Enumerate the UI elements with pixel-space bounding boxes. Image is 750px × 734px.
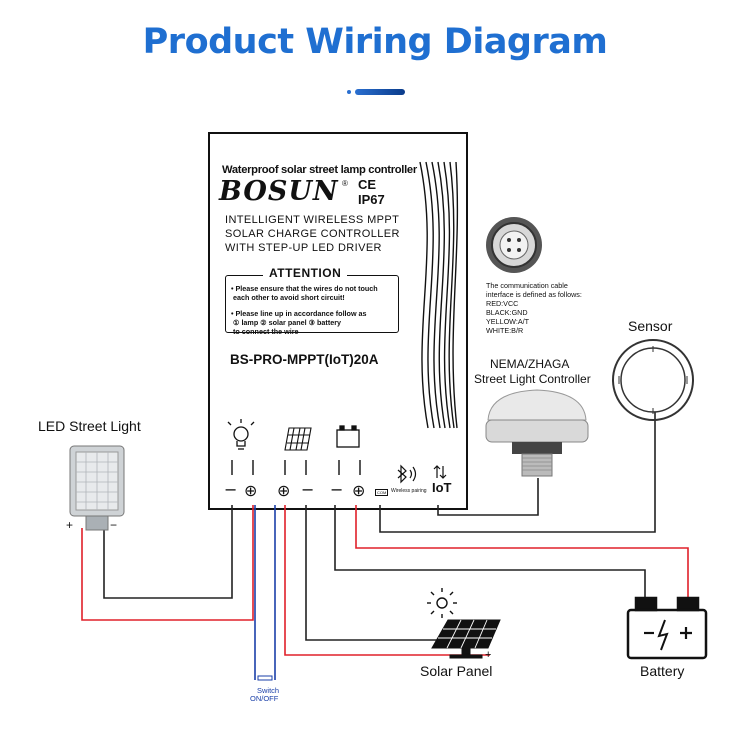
title-underline-bar xyxy=(355,89,405,95)
wires xyxy=(81,412,689,681)
protocol-line: BLACK:GND xyxy=(486,308,528,317)
led-minus-sign: − xyxy=(110,518,118,532)
iot-arrows-icon xyxy=(433,465,447,479)
bulb-icon xyxy=(227,419,255,450)
attention-text: each other to avoid short circuit! xyxy=(233,293,345,302)
terminal-sign: ⊕ xyxy=(352,481,365,500)
brand-logo: BOSUN xyxy=(219,176,339,207)
nema-label-line1: NEMA/ZHAGA xyxy=(490,357,570,371)
nema-controller-image xyxy=(485,389,589,477)
solar-plus-sign: + xyxy=(485,649,492,661)
ip-rating: IP67 xyxy=(358,192,385,207)
iot-label: IoT xyxy=(432,480,452,495)
switch-label-line2: ON/OFF xyxy=(250,694,279,703)
nema-label-line2: Street Light Controller xyxy=(474,372,591,386)
led-street-light-image xyxy=(69,445,125,531)
sun-icon xyxy=(427,588,457,618)
attention-text: to connect the wire xyxy=(233,327,299,336)
sensor-image xyxy=(612,339,694,421)
battery-image xyxy=(626,596,708,660)
controller-description-line: WITH STEP-UP LED DRIVER xyxy=(225,242,382,254)
terminal-marks: − ⊕ ⊕ − − ⊕ xyxy=(224,480,365,500)
registered-mark: ® xyxy=(342,179,348,188)
sensor-label: Sensor xyxy=(628,318,673,334)
attention-text: • Please line up in accordance follow as xyxy=(231,309,367,318)
protocol-line: The communication cable xyxy=(486,281,568,290)
communication-connector-image xyxy=(486,217,542,273)
solar-panel-image xyxy=(431,619,501,659)
controller-description-line: INTELLIGENT WIRELESS MPPT xyxy=(225,214,400,226)
led-street-light-label: LED Street Light xyxy=(38,418,141,434)
switch-label-line1: Switch xyxy=(257,686,280,695)
heat-sink-fins xyxy=(419,161,459,429)
terminal-sign: ⊕ xyxy=(277,481,290,500)
led-plus-sign: + xyxy=(66,518,74,532)
protocol-line: RED:VCC xyxy=(486,299,519,308)
model-number: BS-PRO-MPPT(IoT)20A xyxy=(230,352,379,367)
ce-mark: CE xyxy=(358,177,377,192)
solar-panel-label: Solar Panel xyxy=(420,663,493,679)
bluetooth-icon xyxy=(397,464,417,484)
controller-description-line: SOLAR CHARGE CONTROLLER xyxy=(225,228,400,240)
solar-minus-sign: − xyxy=(464,649,471,661)
controller-subtitle: Waterproof solar street lamp controller xyxy=(222,164,417,176)
com-label: COM xyxy=(375,489,389,496)
protocol-line: WHITE:B/R xyxy=(486,326,524,335)
protocol-line: YELLOW:A/T xyxy=(486,317,530,326)
terminal-sign: ⊕ xyxy=(244,481,257,500)
protocol-line: interface is defined as follows: xyxy=(486,290,582,299)
solar-panel-icon xyxy=(284,427,312,451)
battery-label: Battery xyxy=(640,663,685,679)
title-underline-dot xyxy=(347,90,351,94)
terminal-sign: − xyxy=(330,480,343,499)
terminal-separators xyxy=(231,460,361,475)
battery-icon xyxy=(336,425,360,448)
wireless-pairing-label: Wireless pairing xyxy=(391,488,427,494)
attention-text: ① lamp ② solar panel ③ battery xyxy=(233,318,342,327)
diagram-title: Product Wiring Diagram xyxy=(142,22,608,62)
attention-text: • Please ensure that the wires do not to… xyxy=(231,284,378,293)
attention-title: ATTENTION xyxy=(263,266,348,280)
terminal-sign: − xyxy=(224,480,237,499)
terminal-sign: − xyxy=(301,480,314,499)
